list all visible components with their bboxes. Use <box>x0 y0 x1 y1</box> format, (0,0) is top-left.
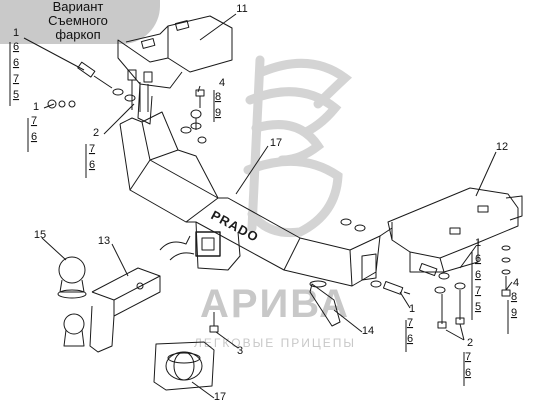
callout-stack-c4-right-0: 8 <box>511 291 517 303</box>
callout-stack-c2-left-0: 7 <box>89 143 95 155</box>
callout-stack-c4-top-0: 8 <box>215 91 221 103</box>
callout-stack-c4-right-1: 9 <box>511 307 517 319</box>
callout-number-c11: 11 <box>236 3 247 15</box>
watermark-brand: АРИВА <box>199 282 351 326</box>
callout-stack-c1-left-0: 7 <box>31 115 37 127</box>
callout-number-c14: 14 <box>362 325 374 337</box>
cover-17 <box>153 341 215 391</box>
callout-stack-c1-right-2: 7 <box>475 285 481 297</box>
callout-number-c1-top: 1 <box>13 27 19 39</box>
callout-stack-c1-right-0: 6 <box>475 253 481 265</box>
callout-number-c15: 15 <box>34 229 46 241</box>
safety-clip <box>159 235 195 261</box>
callout-stack-c1-right-1: 6 <box>475 269 481 281</box>
tow-ball-15 <box>57 256 87 299</box>
header-tab: Вариант Съемного фаркоп <box>0 0 160 44</box>
callout-number-c3: 3 <box>237 345 243 357</box>
callout-number-c13: 13 <box>98 235 110 247</box>
callout-number-c12: 12 <box>496 141 508 153</box>
header-title: Вариант Съемного фаркоп <box>26 0 130 42</box>
ball-mount-13 <box>63 267 161 353</box>
crossbar <box>119 111 393 287</box>
header-line-1: Вариант Съемного <box>48 0 108 28</box>
callout-stack-c1-bottom-1: 6 <box>407 333 413 345</box>
callout-number-c4-right: 4 <box>513 277 519 289</box>
callout-stack-c2-left-1: 6 <box>89 159 95 171</box>
callout-number-c1-left: 1 <box>33 101 39 113</box>
callout-stack-c1-top-3: 5 <box>13 89 19 101</box>
callout-number-c2-left: 2 <box>93 127 99 139</box>
callout-stack-c1-top-2: 7 <box>13 73 19 85</box>
watermark-emblem <box>243 55 353 238</box>
fasteners-left <box>47 61 207 144</box>
header-line-2: фаркоп <box>55 27 101 42</box>
callout-stack-c1-left-1: 6 <box>31 131 37 143</box>
callout-number-c4-top: 4 <box>219 77 225 89</box>
callout-number-c1-bottom: 1 <box>409 303 415 315</box>
callout-stack-c1-top-1: 6 <box>13 57 19 69</box>
callout-stack-c1-top-0: 6 <box>13 41 19 53</box>
callout-stack-c1-right-3: 5 <box>475 301 481 313</box>
callout-number-c2-right: 2 <box>467 337 473 349</box>
callout-number-c1-right: 1 <box>475 237 481 249</box>
callout-stack-c2-right-0: 7 <box>465 351 471 363</box>
callout-stack-c1-bottom-0: 7 <box>407 317 413 329</box>
callout-brackets <box>9 42 509 386</box>
callout-number-c17-bottom: 17 <box>214 391 226 403</box>
callout-stack-c2-right-1: 6 <box>465 367 471 379</box>
callout-number-c17-top: 17 <box>270 137 282 149</box>
bracket-11 <box>117 15 233 125</box>
callout-stack-c4-top-1: 9 <box>215 107 221 119</box>
watermark-subtitle: ЛЕГКОВЫЕ ПРИЦЕПЫ <box>194 336 356 350</box>
pin-14 <box>309 280 341 327</box>
leader-lines <box>23 13 513 399</box>
